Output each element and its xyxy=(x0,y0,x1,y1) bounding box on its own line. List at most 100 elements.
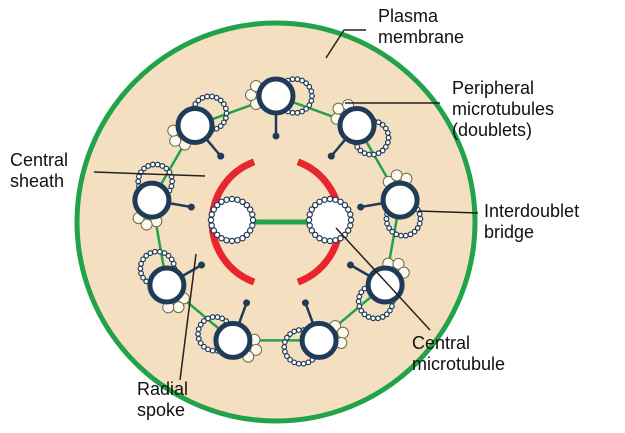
tubulin-subunit xyxy=(295,111,300,116)
tubulin-subunit xyxy=(297,361,302,366)
tubulin-subunit xyxy=(317,199,322,204)
spoke-head xyxy=(188,204,195,211)
a-tubule xyxy=(368,268,402,302)
tubulin-subunit xyxy=(290,77,295,82)
tubulin-subunit xyxy=(211,228,216,233)
tubulin-subunit xyxy=(150,162,155,167)
tubulin-subunit xyxy=(235,238,240,243)
tubulin-subunit xyxy=(205,94,210,99)
tubulin-subunit xyxy=(348,223,353,228)
tubulin-subunit xyxy=(338,236,343,241)
tubulin-subunit xyxy=(372,152,377,157)
tubulin-subunit xyxy=(380,315,385,320)
tubulin-subunit xyxy=(292,329,297,334)
tubulin-subunit xyxy=(307,212,312,217)
tubulin-subunit xyxy=(209,223,214,228)
tubulin-subunit xyxy=(357,304,362,309)
tubulin-subunit xyxy=(399,233,404,238)
tubulin-subunit xyxy=(371,316,376,321)
a-tubule xyxy=(340,108,374,142)
tubulin-subunit xyxy=(146,164,151,169)
tubulin-subunit xyxy=(200,96,205,101)
tubulin-subunit xyxy=(250,217,255,222)
spoke-head xyxy=(273,133,280,140)
tubulin-subunit xyxy=(333,238,338,243)
tubulin-subunit xyxy=(224,106,229,111)
tubulin-subunit xyxy=(346,207,351,212)
spoke-head xyxy=(302,299,309,306)
tubulin-subunit xyxy=(384,217,389,222)
tubulin-subunit xyxy=(139,271,144,276)
tubulin-subunit xyxy=(418,217,423,222)
tubulin-subunit xyxy=(408,232,413,237)
central-microtubule-left xyxy=(208,196,255,243)
tubulin-subunit xyxy=(367,152,372,157)
a-tubule xyxy=(259,79,293,113)
tubulin-subunit xyxy=(219,199,224,204)
tubulin-subunit xyxy=(158,249,163,254)
tubulin-subunit xyxy=(210,315,215,320)
tubulin-subunit xyxy=(170,179,175,184)
tubulin-subunit xyxy=(210,348,215,353)
dynein-arm xyxy=(173,302,184,313)
tubulin-subunit xyxy=(224,238,229,243)
tubulin-subunit xyxy=(171,261,176,266)
tubulin-subunit xyxy=(300,109,305,114)
tubulin-subunit xyxy=(215,315,220,320)
dynein-arm xyxy=(337,327,348,338)
tubulin-subunit xyxy=(250,212,255,217)
tubulin-subunit xyxy=(235,197,240,202)
tubulin-subunit xyxy=(224,111,229,116)
tubulin-subunit xyxy=(322,238,327,243)
tubulin-subunit xyxy=(348,217,353,222)
label-peripheral-microtubules: Peripheral microtubules (doublets) xyxy=(452,78,554,141)
label-central-microtubule: Central microtubule xyxy=(412,333,505,375)
tubulin-subunit xyxy=(327,196,332,201)
tubulin-subunit xyxy=(386,131,391,136)
tubulin-subunit xyxy=(196,336,201,341)
tubulin-subunit xyxy=(229,196,234,201)
spoke-head xyxy=(217,153,224,160)
tubulin-subunit xyxy=(224,197,229,202)
tubulin-subunit xyxy=(307,223,312,228)
tubulin-subunit xyxy=(301,361,306,366)
tubulin-subunit xyxy=(404,233,409,238)
label-radial-spoke: Radial spoke xyxy=(137,379,188,421)
tubulin-subunit xyxy=(229,238,234,243)
tubulin-subunit xyxy=(248,207,253,212)
tubulin-subunit xyxy=(196,332,201,337)
tubulin-subunit xyxy=(153,249,158,254)
tubulin-subunit xyxy=(306,360,311,365)
tubulin-subunit xyxy=(214,126,219,131)
tubulin-subunit xyxy=(206,316,211,321)
tubulin-subunit xyxy=(295,77,300,82)
tubulin-subunit xyxy=(155,162,160,167)
a-tubule xyxy=(150,268,184,302)
central-microtubule-right xyxy=(306,196,353,243)
tubulin-subunit xyxy=(309,228,314,233)
tubulin-subunit xyxy=(348,212,353,217)
a-tubule xyxy=(216,323,250,357)
tubulin-subunit xyxy=(209,212,214,217)
tubulin-subunit xyxy=(297,328,302,333)
tubulin-subunit xyxy=(309,89,314,94)
tubulin-subunit xyxy=(148,251,153,256)
label-plasma-membrane: Plasma membrane xyxy=(378,6,464,48)
label-central-sheath: Central sheath xyxy=(10,150,68,192)
tubulin-subunit xyxy=(322,197,327,202)
tubulin-subunit xyxy=(333,197,338,202)
tubulin-subunit xyxy=(386,135,391,140)
tubulin-subunit xyxy=(282,345,287,350)
tubulin-subunit xyxy=(210,94,215,99)
tubulin-subunit xyxy=(376,316,381,321)
tubulin-subunit xyxy=(417,212,422,217)
spoke-head xyxy=(347,262,354,269)
tubulin-subunit xyxy=(356,299,361,304)
tubulin-subunit xyxy=(376,151,381,156)
tubulin-subunit xyxy=(310,94,315,99)
tubulin-subunit xyxy=(136,179,141,184)
spoke-head xyxy=(328,153,335,160)
tubulin-subunit xyxy=(290,111,295,116)
a-tubule xyxy=(178,108,212,142)
